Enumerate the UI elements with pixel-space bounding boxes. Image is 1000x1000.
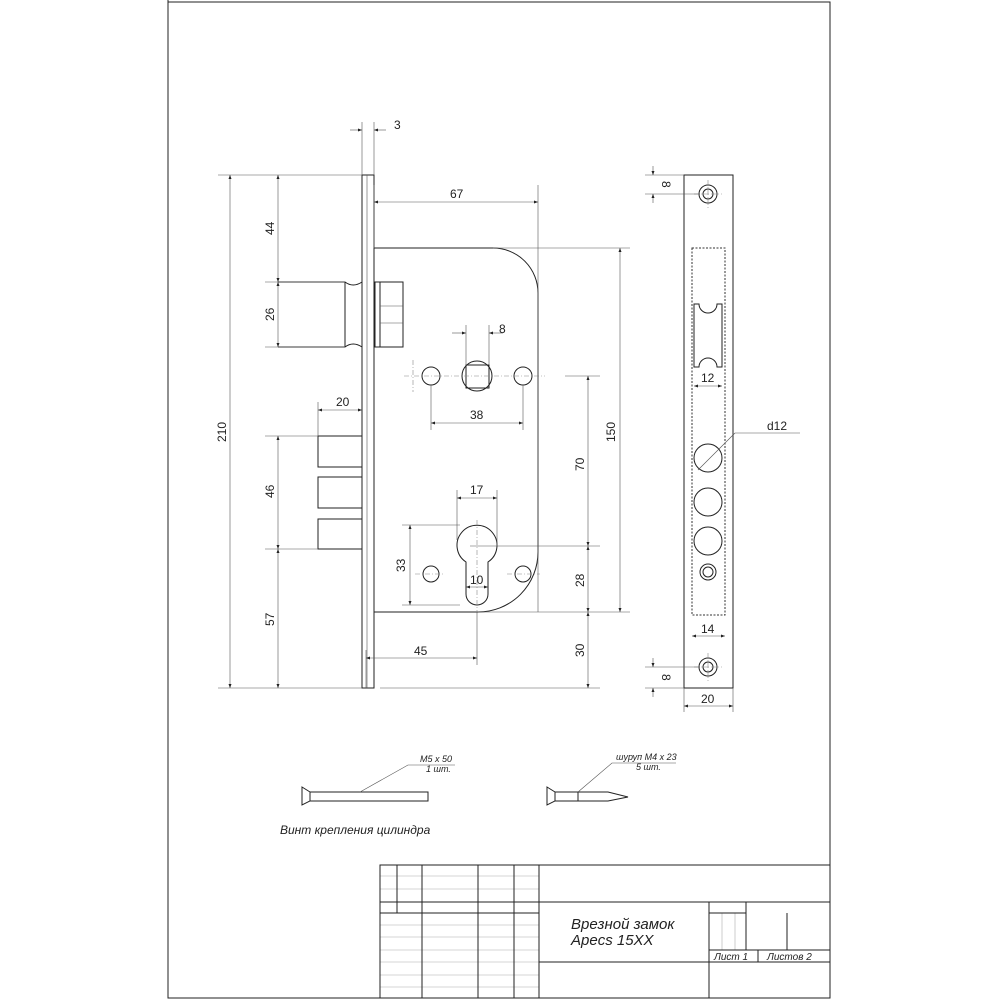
- dim-210: 210: [215, 422, 229, 442]
- screw2-spec: шуруп M4 x 23: [616, 752, 677, 762]
- drawing-frame: [167, 0, 831, 999]
- cylinder-hole: [415, 520, 540, 612]
- dim-38: 38: [470, 408, 484, 422]
- sheet-number: Лист 1: [713, 952, 748, 963]
- dim-67: 67: [450, 187, 464, 201]
- dim-44: 44: [263, 221, 277, 235]
- title-block: Врезной замок Apecs 15XX Лист 1 Листов 2: [379, 864, 830, 998]
- dim-33: 33: [394, 558, 408, 572]
- screw1-caption: Винт крепления цилиндра: [280, 823, 431, 837]
- title-line-2: Apecs 15XX: [570, 932, 655, 949]
- wood-screw: шуруп M4 x 23 5 шт.: [546, 752, 677, 806]
- dim-d12: d12: [767, 419, 787, 433]
- dim-30: 30: [573, 643, 587, 657]
- cylinder-screw: M5 x 50 1 шт. Винт крепления цилиндра: [280, 754, 455, 837]
- screw1-qty: 1 шт.: [426, 764, 451, 774]
- latch-bolt: [278, 281, 404, 348]
- dim-top-8: 8: [659, 181, 673, 188]
- dim-46: 46: [263, 484, 277, 498]
- dim-57: 57: [263, 612, 277, 626]
- dim-45: 45: [414, 644, 428, 658]
- spindle-hole: [404, 360, 545, 392]
- lock-front-view: [278, 174, 545, 689]
- dim-bottom-8: 8: [659, 674, 673, 681]
- faceplate-side-view: [683, 174, 734, 689]
- dim-8: 8: [499, 322, 506, 336]
- dim-20-strike: 20: [701, 692, 715, 706]
- sheet-count: Листов 2: [766, 952, 812, 963]
- dimensions-front: 3 67 8 38 20 17 10 45 210 44 26 46 57 15…: [215, 118, 630, 689]
- dimensions-faceplate: 8 8 12 d12 14 20: [645, 166, 800, 712]
- title-line-1: Врезной замок: [571, 916, 675, 933]
- dim-12: 12: [701, 371, 715, 385]
- dim-26: 26: [263, 307, 277, 321]
- dim-70: 70: [573, 457, 587, 471]
- dim-14: 14: [701, 622, 715, 636]
- screw2-qty: 5 шт.: [636, 762, 661, 772]
- dim-28: 28: [573, 573, 587, 587]
- dim-3: 3: [394, 118, 401, 132]
- dim-10: 10: [470, 573, 484, 587]
- dim-20: 20: [336, 395, 350, 409]
- dim-150: 150: [604, 422, 618, 442]
- deadbolts: [317, 435, 363, 550]
- screw1-spec: M5 x 50: [420, 754, 452, 764]
- dim-17: 17: [470, 483, 484, 497]
